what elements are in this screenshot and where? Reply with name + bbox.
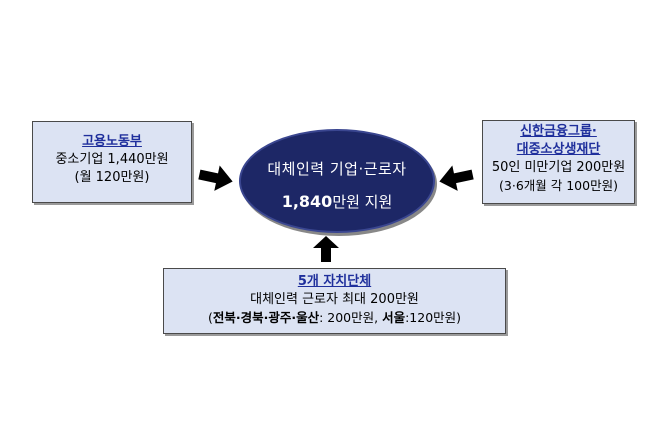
shinhan-title-line2: 대중소상생재단 [516, 142, 601, 157]
arrow-left-icon [439, 165, 474, 191]
detail-mid: : 200만원, [319, 310, 383, 325]
employment-ministry-box: 고용노동부 중소기업 1,440만원 (월 120만원) [32, 121, 192, 203]
detail-regions: 전북·경북·광주·울산 [212, 310, 320, 325]
local-government-title: 5개 자치단체 [297, 274, 372, 289]
shinhan-amount: 50인 미만기업 200만원 [491, 160, 626, 175]
arrow-up-icon [313, 236, 339, 262]
center-subject: 대체인력 기업·근로자 [267, 160, 407, 178]
detail-seoul: 서울 [382, 310, 406, 325]
local-government-detail: (전북·경북·광주·울산: 200만원, 서울:120만원) [164, 309, 505, 327]
employment-ministry-title: 고용노동부 [82, 134, 142, 149]
shinhan-foundation-box: 신한금융그룹· 대중소상생재단 50인 미만기업 200만원 (3·6개월 각 … [482, 120, 635, 204]
detail-end: :120만원) [405, 310, 462, 325]
employment-ministry-monthly: (월 120만원) [74, 170, 150, 185]
arrow-right-icon [198, 165, 233, 191]
detail-open: ( [207, 310, 213, 325]
total-support-ellipse: 대체인력 기업·근로자 1,840만원 지원 [239, 129, 435, 233]
shinhan-title-line1: 신한금융그룹· [520, 124, 597, 139]
local-government-box: 5개 자치단체 대체인력 근로자 최대 200만원 (전북·경북·광주·울산: … [163, 268, 506, 334]
shinhan-schedule: (3·6개월 각 100만원) [499, 178, 618, 193]
local-government-amount: 대체인력 근로자 최대 200만원 [250, 292, 419, 307]
center-amount-suffix: 만원 지원 [332, 193, 393, 211]
center-total: 1,840만원 지원 [241, 191, 433, 212]
employment-ministry-amount: 중소기업 1,440만원 [55, 152, 169, 167]
center-amount: 1,840 [281, 192, 333, 211]
